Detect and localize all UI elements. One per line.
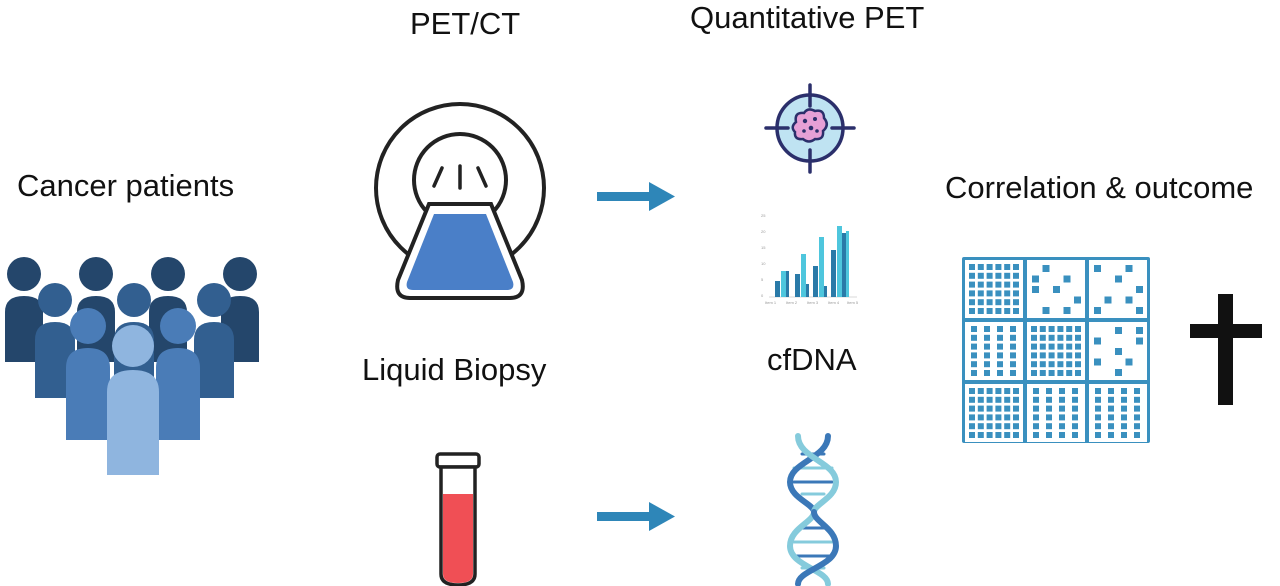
cross-icon (1188, 294, 1264, 408)
arrow-biopsy-icon (597, 500, 677, 534)
chart-xtick: Item 3 (807, 300, 819, 305)
chart-ytick: 25 (761, 213, 766, 218)
arrow-pet-icon (597, 180, 677, 214)
chart-ytick: 10 (761, 261, 766, 266)
chart-xtick: Item 1 (765, 300, 777, 305)
dna-icon (778, 432, 848, 586)
quantitative-pet-label: Quantitative PET (690, 0, 925, 35)
chart-ytick: 5 (761, 277, 764, 282)
chart-ytick: 0 (761, 293, 764, 298)
chart-xtick: Item 4 (828, 300, 840, 305)
chart-xtick: Item 5 (847, 300, 859, 305)
target-tumor-icon (760, 80, 860, 180)
bar-chart-icon: 25 20 15 10 5 0 Item 1 Item 2 Item 3 Ite… (755, 208, 865, 308)
liquid-biopsy-label: Liquid Biopsy (362, 352, 547, 387)
pet-ct-label: PET/CT (410, 6, 521, 41)
chart-ytick: 20 (761, 229, 766, 234)
correlation-outcome-label: Correlation & outcome (945, 170, 1254, 205)
cancer-patients-label: Cancer patients (17, 168, 235, 203)
chart-ytick: 15 (761, 245, 766, 250)
chart-xtick: Item 2 (786, 300, 798, 305)
heatmap-grid-icon (960, 255, 1152, 445)
people-group-icon (0, 250, 265, 482)
pet-scanner-icon (370, 100, 550, 305)
cfdna-label: cfDNA (767, 342, 857, 377)
blood-tube-icon (428, 448, 488, 586)
